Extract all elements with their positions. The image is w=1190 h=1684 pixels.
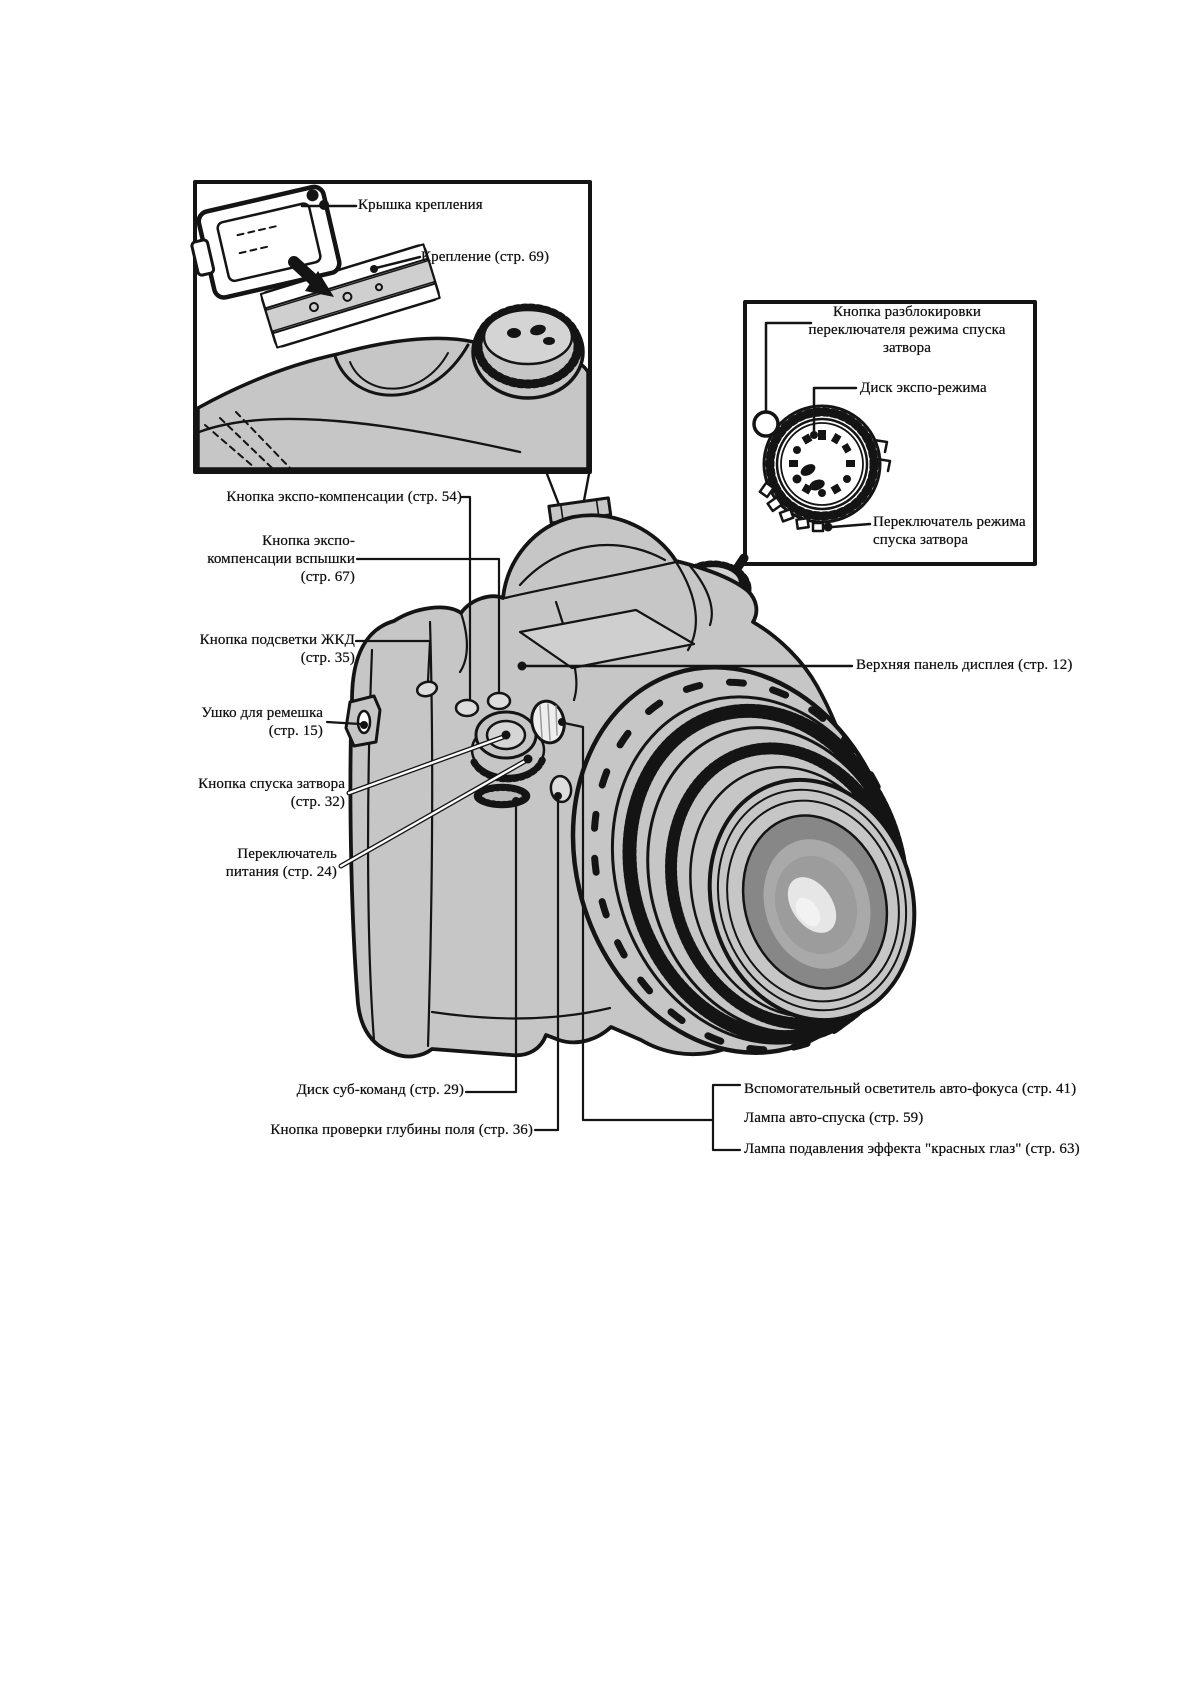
callout-expo-comp-text: Кнопка экспо-компенсации (стр. 54) — [226, 489, 462, 505]
leader-dof — [533, 796, 560, 1132]
inset-lock-button-label: Кнопка разблокировки переключателя режим… — [808, 304, 1006, 356]
leader-lever-dot — [823, 522, 833, 532]
leader-strap — [325, 720, 362, 726]
inset-hot-shoe — [259, 243, 441, 349]
leader-flash-comp — [355, 557, 501, 694]
callout-self-timer: Лампа авто-спуска (стр. 59) — [744, 1110, 924, 1126]
callout-lcd-illum: Кнопка подсветки ЖКД (стр. 35) — [199, 632, 355, 666]
leader-lcd-illum — [354, 639, 432, 683]
callout-flash-comp: Кнопка экспо- компенсации вспышки (стр. … — [207, 533, 355, 585]
leader-lock-button — [764, 321, 813, 414]
inset-prism-arc-inner — [349, 352, 449, 390]
callout-power-switch: Переключатель питания (стр. 24) — [225, 846, 337, 880]
leader-dof-dot — [554, 792, 562, 800]
callout-strap-lug: Ушко для ремешка (стр. 15) — [201, 705, 323, 739]
leader-mount-dot — [370, 265, 378, 273]
leader-top-panel-dot — [517, 661, 527, 671]
lens — [570, 665, 917, 1055]
inset-front-edge — [197, 417, 522, 454]
release-mode-lever-icon — [758, 481, 825, 533]
leader-power — [338, 754, 533, 869]
leader-strap-dot — [360, 721, 368, 729]
leader-subcommand — [464, 801, 518, 1094]
callout-subcommand-dial: Диск суб-команд (стр. 29) — [296, 1082, 464, 1098]
inset-prism-arc — [333, 343, 470, 397]
callout-dof-preview: Кнопка проверки глубины поля (стр. 36) — [270, 1122, 533, 1138]
callout-expo-comp: Кнопка экспо-компенсации (стр. 54) — [190, 488, 462, 506]
leader-lamp-dot — [558, 718, 566, 726]
leader-lamp-group — [562, 721, 715, 1122]
power-switch-knurl — [470, 754, 547, 783]
leader-expo-comp — [460, 495, 472, 701]
sub-command-knurl — [476, 785, 528, 807]
dial-index-marks — [872, 438, 892, 473]
insert-arrow-icon — [288, 256, 334, 297]
inset-lever-label: Переключатель режима спуска затвора — [873, 514, 1026, 548]
top-display-panel — [518, 608, 696, 670]
leader-subcommand-dot — [512, 797, 520, 805]
callout-af-assist: Вспомогательный осветитель авто-фокуса (… — [744, 1081, 1077, 1097]
expo-comp-button — [454, 698, 480, 718]
leader-mode-dial — [812, 386, 858, 433]
leader-lines — [325, 495, 854, 1152]
callout-top-panel: Верхняя панель дисплея (стр. 12) — [856, 657, 1073, 673]
inset-mode-dial-label: Диск экспо-режима — [860, 380, 987, 396]
inset-shoe-drawing — [190, 180, 592, 474]
inset-hatch — [204, 411, 291, 469]
leader-shutter — [346, 730, 511, 796]
leader-lever — [830, 522, 872, 529]
leader-mode-dial-dot — [810, 431, 818, 439]
mode-dial-icon — [762, 404, 882, 524]
leader-mount — [374, 255, 422, 270]
inset-mount-label: Крепление (стр. 69) — [421, 249, 550, 265]
callout-shutter-button: Кнопка спуска затвора (стр. 32) — [198, 776, 345, 810]
strap-lug — [344, 694, 382, 748]
inset-mode-dial — [471, 303, 585, 400]
inset-shoe-cover-label: Крышка крепления — [358, 197, 483, 213]
release-mode-lock-button-icon — [752, 410, 780, 438]
callout-red-eye: Лампа подавления эффекта "красных глаз" … — [744, 1141, 1080, 1157]
lcd-illum-button — [415, 680, 439, 698]
inset-dial-drawing — [743, 300, 1037, 566]
lamp-group-bracket — [711, 1083, 742, 1152]
flash-comp-button — [486, 691, 512, 711]
camera-drawing — [344, 496, 917, 1059]
